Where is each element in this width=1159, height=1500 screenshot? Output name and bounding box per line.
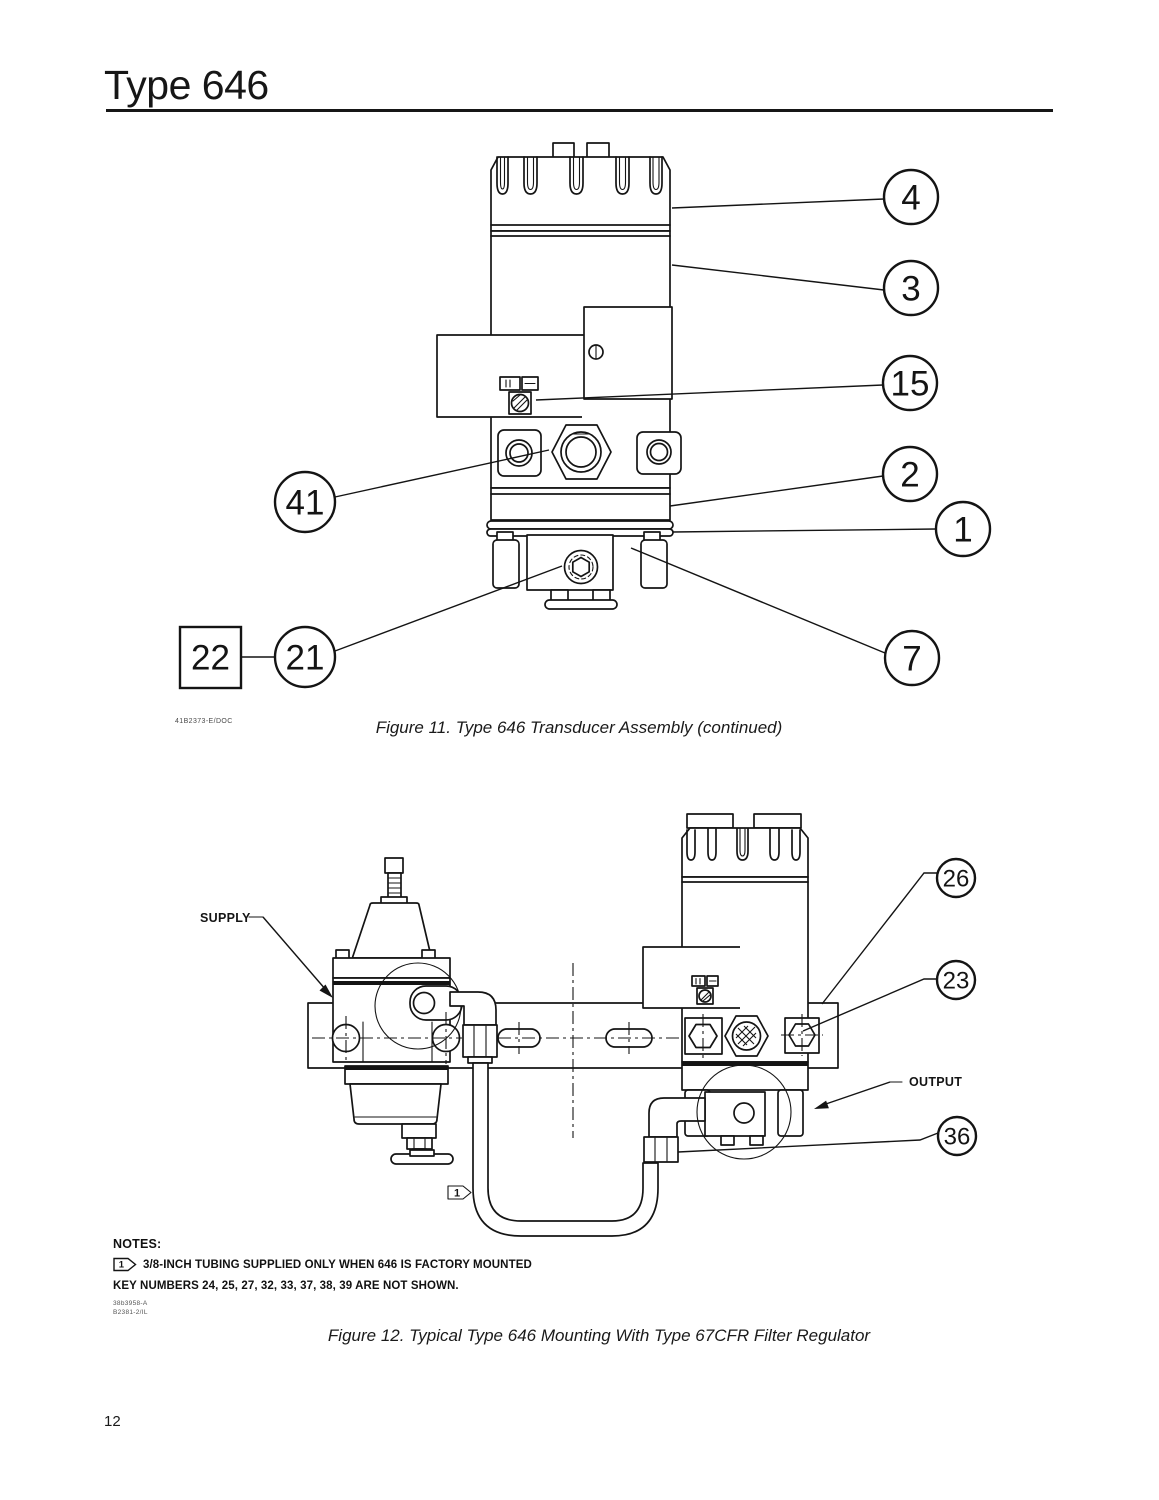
note-flag-number: 1 xyxy=(119,1260,125,1271)
callout-15-number: 15 xyxy=(891,365,930,404)
supply-arrowhead xyxy=(319,984,333,998)
callout-21: 21 xyxy=(273,625,337,689)
fig12-drawing-code-2: B2381-2/IL xyxy=(113,1308,148,1316)
callout-4-number: 4 xyxy=(901,179,920,218)
fig11-doc-code: 41B2373-E/DOC xyxy=(175,718,233,725)
fig12-tubing xyxy=(449,991,659,1237)
note-flag-icon: 1 xyxy=(113,1257,137,1272)
callout-15: 15 xyxy=(881,354,939,412)
fig12-drawing-code-1: 38b3958-A xyxy=(113,1300,148,1307)
notes-heading: NOTES: xyxy=(113,1237,162,1251)
output-label: OUTPUT xyxy=(909,1075,962,1089)
fig11-leader-lines xyxy=(241,198,937,658)
callout-1-number: 1 xyxy=(953,511,972,550)
callout-22-number: 22 xyxy=(191,639,230,678)
callout-36: 36 xyxy=(936,1115,978,1157)
title-rule xyxy=(106,109,1053,112)
callout-26: 26 xyxy=(935,857,977,899)
fig11-bottom-assembly xyxy=(492,531,668,610)
page-title: Type 646 xyxy=(104,62,269,108)
callout-3: 3 xyxy=(882,259,940,317)
note-line-1: 1 3/8-INCH TUBING SUPPLIED ONLY WHEN 646… xyxy=(113,1257,673,1272)
fig11-caption: Figure 11. Type 646 Transducer Assembly … xyxy=(375,718,783,737)
callout-2-number: 2 xyxy=(900,456,919,495)
page-number: 12 xyxy=(104,1413,121,1430)
output-arrowhead xyxy=(814,1100,829,1109)
output-label-group: OUTPUT xyxy=(814,1075,962,1109)
fig11-ports xyxy=(497,424,682,480)
note-1-text: 3/8-INCH TUBING SUPPLIED ONLY WHEN 646 I… xyxy=(143,1258,532,1271)
fig11-adjustment-element xyxy=(499,376,539,415)
fig11-flange xyxy=(486,487,674,537)
fig12-leader-lines xyxy=(677,872,939,1153)
supply-label-group: SUPPLY xyxy=(200,911,333,998)
note-line-2: KEY NUMBERS 24, 25, 27, 32, 33, 37, 38, … xyxy=(113,1280,459,1292)
callout-22: 22 xyxy=(178,625,243,690)
fig11-cap xyxy=(490,142,671,232)
callout-7: 7 xyxy=(883,629,941,687)
callout-41-number: 41 xyxy=(286,484,325,523)
fig12-caption: Figure 12. Typical Type 646 Mounting Wit… xyxy=(327,1326,871,1345)
callout-21-number: 21 xyxy=(286,639,325,678)
fig12-filter-regulator xyxy=(331,857,463,1165)
callout-23: 23 xyxy=(935,959,977,1001)
callout-23-number: 23 xyxy=(943,968,970,995)
callout-7-number: 7 xyxy=(902,640,921,679)
callout-2: 2 xyxy=(881,445,939,503)
tubing-note-flag-number: 1 xyxy=(454,1188,460,1200)
callout-26-number: 26 xyxy=(943,866,970,893)
figure12-drawing: SUPPLY OUTPUT 1 xyxy=(200,813,978,1237)
notes-block: NOTES: 1 3/8-INCH TUBING SUPPLIED ONLY W… xyxy=(113,1237,673,1317)
fig12-transducer xyxy=(642,813,820,1163)
callout-1: 1 xyxy=(934,500,992,558)
supply-label: SUPPLY xyxy=(200,911,251,925)
fig12-drawing-codes: 38b3958-A B2381-2/IL xyxy=(113,1300,673,1317)
tubing-note-flag: 1 xyxy=(447,1185,472,1200)
figure11-drawing: 4 3 15 2 1 7 4 xyxy=(178,142,992,690)
callout-4: 4 xyxy=(882,168,940,226)
fig12-centerlines xyxy=(312,963,823,1138)
callout-41: 41 xyxy=(273,470,337,534)
callout-3-number: 3 xyxy=(901,270,920,309)
callout-36-number: 36 xyxy=(944,1124,971,1151)
